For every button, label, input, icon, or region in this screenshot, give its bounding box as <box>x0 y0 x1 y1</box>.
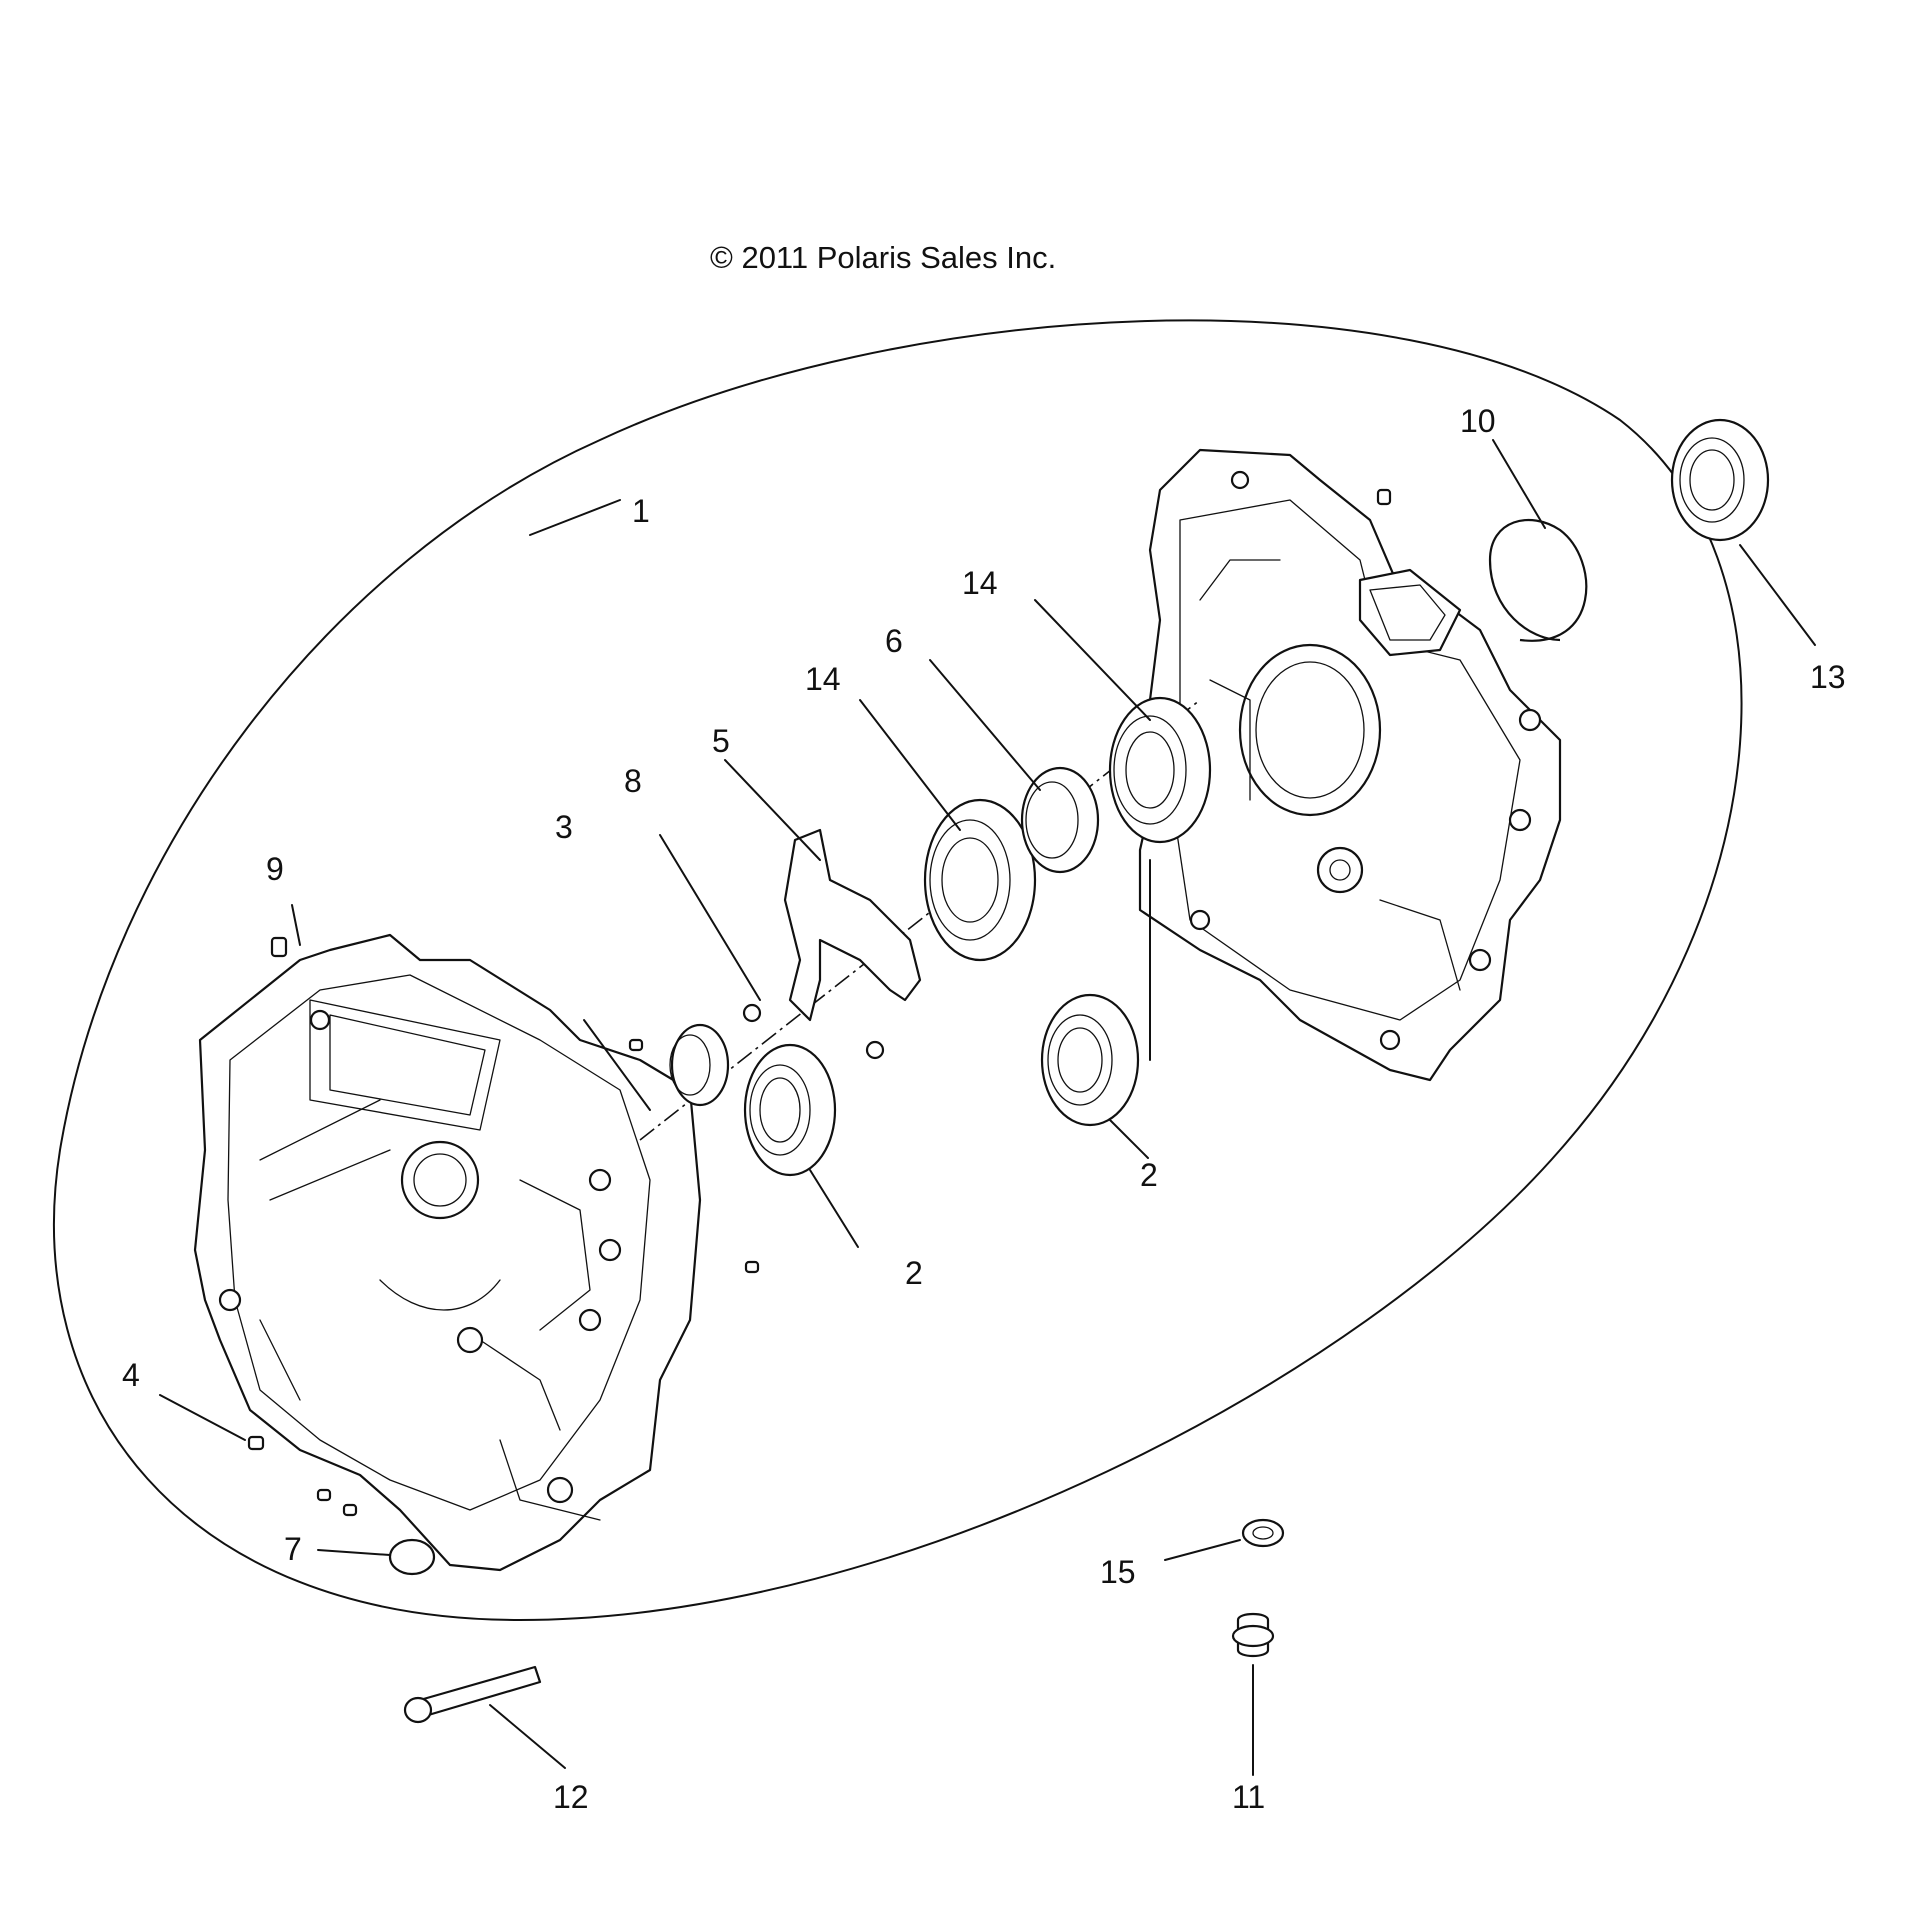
callout-6: 6 <box>885 623 903 659</box>
callout-5: 5 <box>712 723 730 759</box>
part-4-dowel-pin-d <box>628 1038 644 1052</box>
callout-14-right: 14 <box>962 565 998 601</box>
part-4-dowel-pin-f <box>1376 488 1392 506</box>
part-13-oil-seal <box>1670 418 1770 542</box>
part-14-bearing-left <box>923 798 1037 962</box>
leader-lines <box>159 439 1816 1776</box>
part-4-dowel-pin-c <box>342 1503 358 1517</box>
callout-14-left: 14 <box>805 661 841 697</box>
part-14-bearing-right <box>1108 696 1212 844</box>
callout-9: 9 <box>266 851 284 887</box>
callout-7: 7 <box>284 1531 302 1567</box>
part-5-retainer-plate <box>783 828 922 1022</box>
part-2-bearing-right <box>1040 993 1140 1127</box>
part-8-screw-a <box>742 1003 762 1023</box>
part-15-washer <box>1241 1518 1285 1548</box>
part-4-dowel-pin <box>247 1435 265 1451</box>
part-3-bushing <box>669 1023 730 1107</box>
callout-13: 13 <box>1810 659 1846 695</box>
part-11-drain-plug <box>1231 1612 1275 1658</box>
assembly-axis-line <box>639 699 1201 1141</box>
callout-8: 8 <box>624 763 642 799</box>
callout-15: 15 <box>1100 1554 1136 1590</box>
callout-4: 4 <box>122 1357 140 1393</box>
crankcase-right-half <box>1138 448 1562 1082</box>
part-2-bearing-left <box>743 1043 837 1177</box>
callout-12: 12 <box>553 1779 589 1815</box>
assembly-boundary-ellipse <box>52 319 1743 1621</box>
crankcase-left-half <box>193 933 702 1572</box>
callout-3: 3 <box>555 809 573 845</box>
callout-2-left: 2 <box>905 1255 923 1291</box>
part-8-screw-b <box>865 1040 885 1060</box>
part-9-dowel-pin <box>270 936 288 958</box>
part-4-dowel-pin-e <box>744 1260 760 1274</box>
part-12-bolt <box>403 1665 542 1724</box>
callout-10: 10 <box>1460 403 1496 439</box>
part-10-circlip <box>1488 518 1588 642</box>
callout-1: 1 <box>632 493 650 529</box>
part-6-race <box>1020 766 1100 874</box>
part-4-dowel-pin-b <box>316 1488 332 1502</box>
copyright-text: © 2011 Polaris Sales Inc. <box>710 240 1056 275</box>
callout-11: 11 <box>1232 1779 1265 1815</box>
part-7-plug <box>388 1538 436 1576</box>
callout-2-right: 2 <box>1140 1157 1158 1193</box>
